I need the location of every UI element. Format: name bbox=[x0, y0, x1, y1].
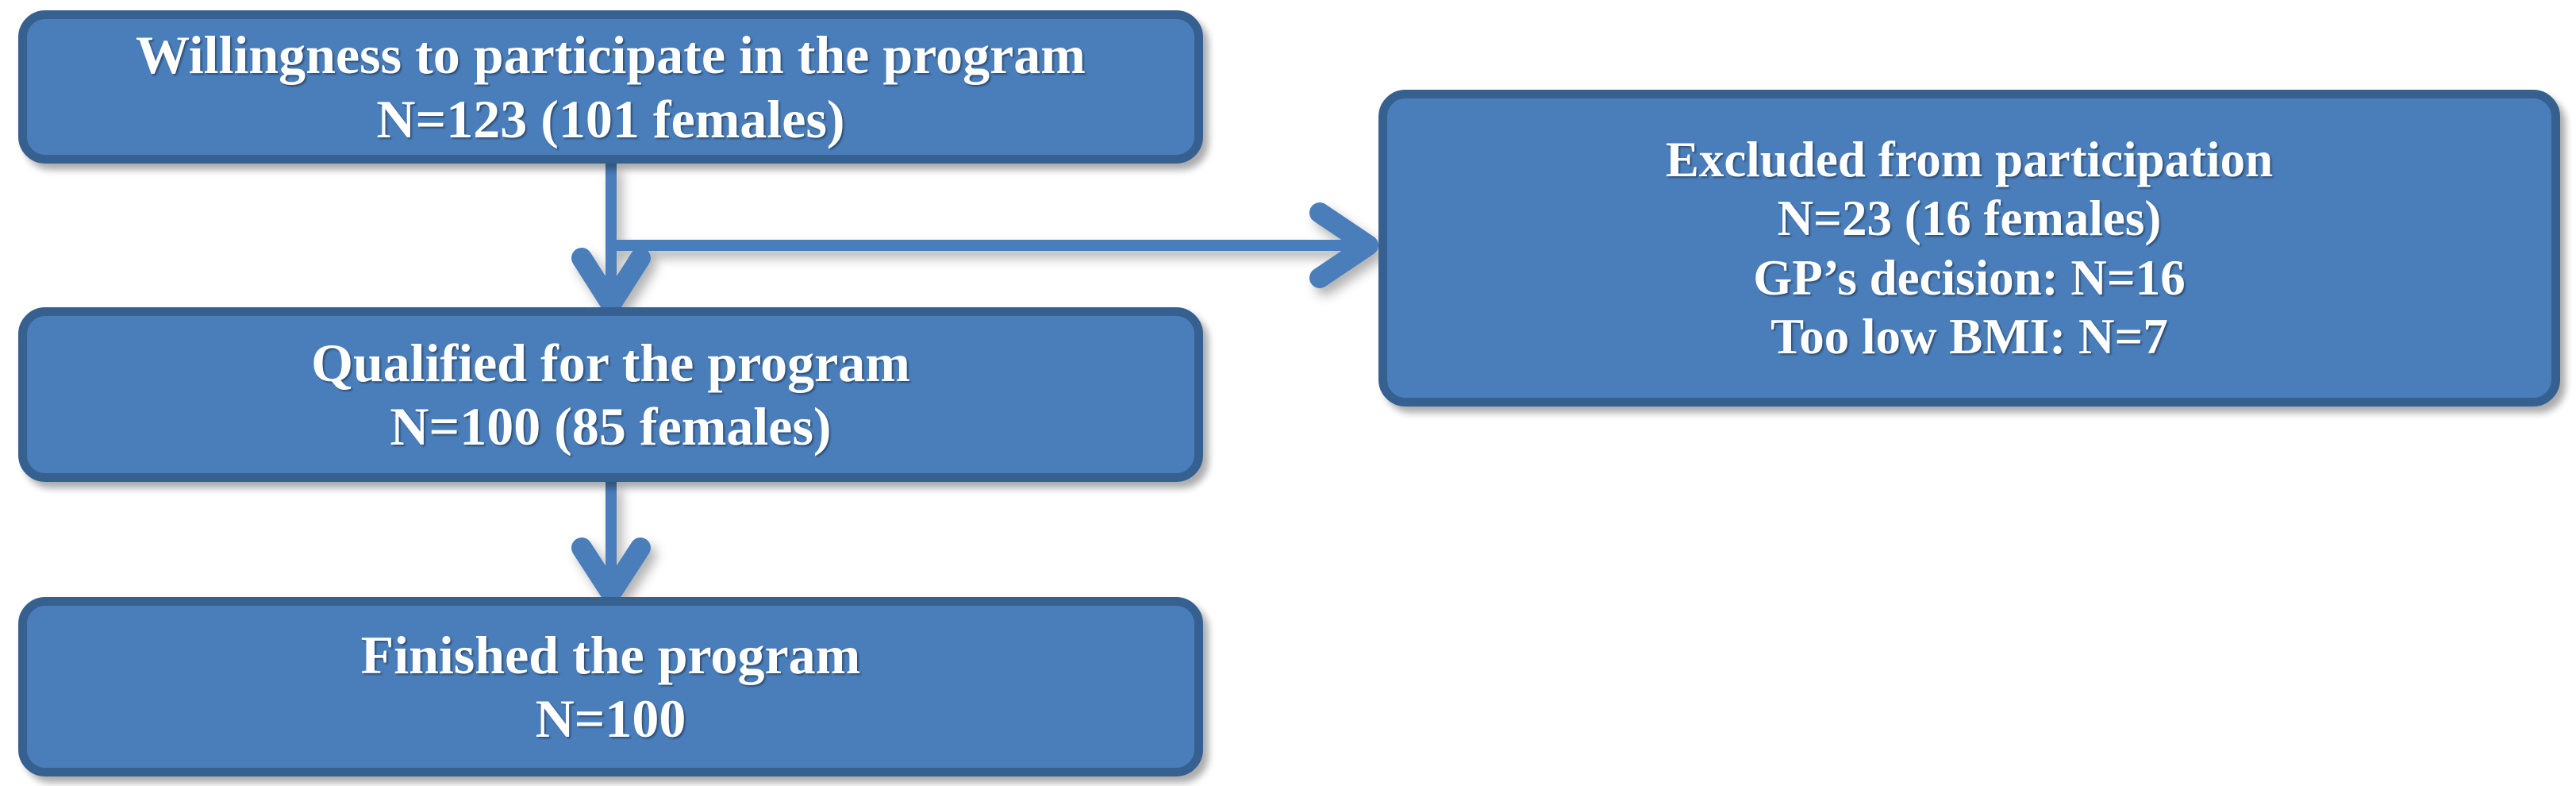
node-finished-line-1: Finished the program bbox=[360, 624, 861, 685]
node-excluded-line-1: Excluded from participation bbox=[1665, 131, 2274, 187]
node-excluded-line-3: GP’s decision: N=16 bbox=[1753, 249, 2186, 306]
arrow-willingness-to-excluded-head bbox=[1309, 202, 1378, 288]
node-finished-line-2: N=100 bbox=[535, 688, 686, 749]
node-qualified-line-1: Qualified for the program bbox=[311, 332, 910, 393]
node-excluded[interactable]: Excluded from participation N=23 (16 fem… bbox=[1378, 90, 2560, 406]
node-willingness-line-2: N=123 (101 females) bbox=[376, 88, 845, 149]
node-willingness-line-1: Willingness to participate in the progra… bbox=[136, 25, 1086, 86]
node-willingness[interactable]: Willingness to participate in the progra… bbox=[18, 10, 1203, 164]
node-finished[interactable]: Finished the program N=100 bbox=[18, 597, 1203, 776]
node-qualified[interactable]: Qualified for the program N=100 (85 fema… bbox=[18, 307, 1203, 482]
node-excluded-line-4: Too low BMI: N=7 bbox=[1771, 308, 2168, 364]
arrow-qualified-to-finished-head bbox=[571, 537, 651, 603]
node-excluded-line-2: N=23 (16 females) bbox=[1777, 191, 2162, 247]
arrow-willingness-to-qualified-head bbox=[571, 248, 651, 314]
node-qualified-line-2: N=100 (85 females) bbox=[390, 396, 832, 457]
